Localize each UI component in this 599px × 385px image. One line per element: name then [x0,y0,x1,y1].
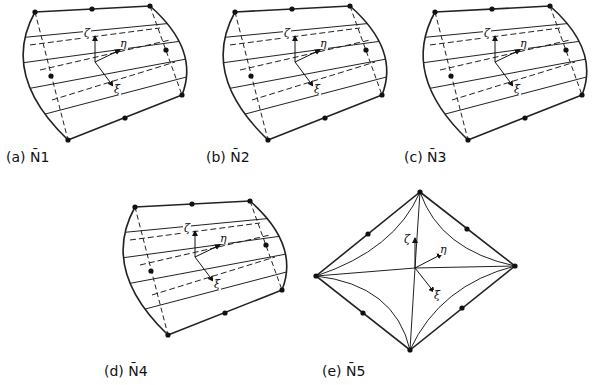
panel-caption: (e) N̄5 [322,364,365,378]
axis-label: ξ [513,84,521,95]
axis-label: ξ [213,279,221,290]
axis-label: ζ [83,28,91,39]
panel-caption: (c) N̄3 [404,150,446,164]
axis-label: η [319,38,328,49]
axis-label: ζ [183,223,191,234]
axis-label: ξ [113,84,121,95]
axis-label: ζ [403,234,411,245]
axis-label: ζ [283,28,291,39]
axis-label: ξ [313,84,321,95]
panel-caption: (b) N̄2 [206,150,250,164]
panel-caption: (d) N̄4 [104,364,148,378]
axis-label: η [119,38,128,49]
axis-label: η [439,244,448,255]
axis-label: η [219,233,228,244]
axis-label: ξ [433,290,441,301]
axis-label: ζ [483,28,491,39]
panel-caption: (a) N̄1 [6,150,49,164]
axis-label: η [519,38,528,49]
